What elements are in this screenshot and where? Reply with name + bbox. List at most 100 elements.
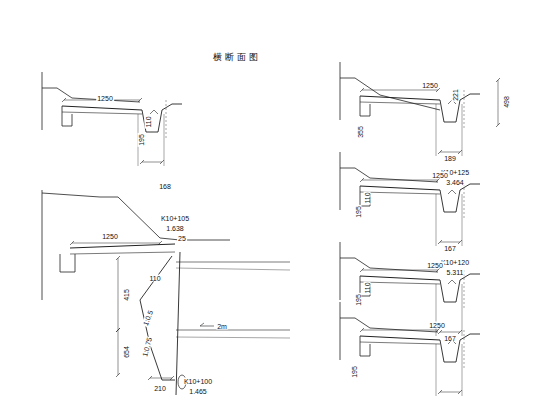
section-line	[360, 282, 440, 284]
dimension-label: 355	[357, 125, 364, 139]
section-line	[340, 258, 438, 272]
section-line	[440, 184, 480, 212]
section-line	[462, 344, 463, 396]
section-line	[340, 242, 341, 300]
section-line	[42, 88, 140, 102]
section-line	[360, 342, 440, 344]
section-line	[362, 330, 438, 331]
section-line	[462, 194, 463, 246]
dimension-label: 1250	[431, 172, 449, 179]
section-line	[142, 162, 162, 163]
section-line	[158, 241, 162, 245]
section-line	[362, 90, 438, 91]
section-line	[164, 114, 165, 166]
dimension-label: 498	[503, 95, 510, 109]
dimension-label: 25	[177, 235, 187, 242]
dimension-label: 1250	[426, 262, 444, 269]
dimension-label: 195	[355, 293, 362, 307]
section-line	[496, 78, 500, 82]
section-line	[62, 106, 142, 110]
section-line	[496, 123, 500, 127]
section-line	[360, 178, 364, 182]
dimension-label: 167	[443, 335, 457, 342]
dimension-label: K10+120	[440, 259, 470, 266]
section-line	[118, 258, 119, 330]
section-line	[464, 90, 465, 130]
section-line	[62, 112, 142, 114]
section-line	[362, 270, 438, 271]
section-line	[170, 376, 174, 380]
dimension-label: 654	[123, 345, 130, 359]
section-line	[340, 78, 440, 110]
dimension-label: 195	[351, 365, 358, 379]
section-line	[360, 96, 440, 100]
section-line	[436, 88, 440, 92]
section-line	[498, 80, 499, 125]
section-line	[140, 256, 175, 380]
dimension-label: 1250	[101, 233, 119, 240]
section-line	[138, 98, 142, 102]
section-line	[462, 284, 463, 336]
section-line	[140, 160, 144, 164]
section-line	[360, 102, 440, 104]
section-line	[440, 94, 480, 122]
section-line	[436, 178, 440, 182]
section-line	[436, 344, 437, 396]
section-line	[42, 193, 230, 240]
section-line	[150, 378, 172, 379]
section-line	[436, 268, 440, 272]
section-line	[436, 104, 437, 156]
drawing-title: 横断面图	[213, 51, 261, 64]
dimension-label: 110	[364, 281, 371, 294]
section-line	[440, 274, 480, 302]
section-line	[42, 190, 43, 300]
section-line	[62, 106, 72, 126]
dimension-label: 110	[145, 115, 152, 128]
section-line	[176, 252, 180, 395]
dimension-label: 189	[443, 155, 457, 162]
dimension-label: K10+105	[160, 215, 190, 222]
section-line	[148, 376, 152, 380]
section-line	[440, 242, 460, 243]
section-line	[440, 332, 460, 333]
dimension-label: 1250	[428, 322, 446, 329]
section-line	[360, 276, 370, 296]
dimension-label: 415	[123, 288, 130, 302]
section-line	[160, 160, 164, 164]
section-line	[464, 270, 465, 310]
section-line	[462, 104, 463, 156]
dimension-label: 110	[148, 275, 161, 282]
section-line	[360, 336, 440, 340]
dimension-label: 167	[443, 245, 457, 252]
section-line	[340, 152, 341, 210]
dimension-label: 3.464	[445, 179, 465, 186]
dimension-label: 195	[355, 205, 362, 219]
section-line	[448, 280, 456, 284]
dimension-label: 1250	[421, 82, 439, 89]
section-line	[116, 328, 120, 332]
section-line	[458, 330, 462, 334]
section-line	[176, 330, 290, 331]
section-line	[438, 330, 442, 334]
section-line	[116, 373, 120, 377]
section-line	[464, 180, 465, 220]
dimension-label: 195	[138, 133, 145, 147]
section-line	[70, 244, 175, 248]
section-line	[436, 328, 440, 332]
section-line	[60, 254, 75, 272]
dimension-label: 1.465	[188, 388, 208, 395]
section-line	[70, 241, 74, 245]
section-line	[362, 180, 438, 181]
section-line	[176, 337, 290, 338]
section-line	[360, 328, 364, 332]
dimension-label: 1:0.75	[141, 336, 153, 359]
section-line	[116, 256, 120, 260]
section-line	[360, 192, 440, 194]
section-line	[176, 262, 290, 263]
section-line	[438, 150, 442, 154]
dimension-label: 1.638	[165, 225, 185, 232]
section-line	[70, 252, 175, 254]
section-line	[458, 390, 462, 394]
section-line	[458, 240, 462, 244]
